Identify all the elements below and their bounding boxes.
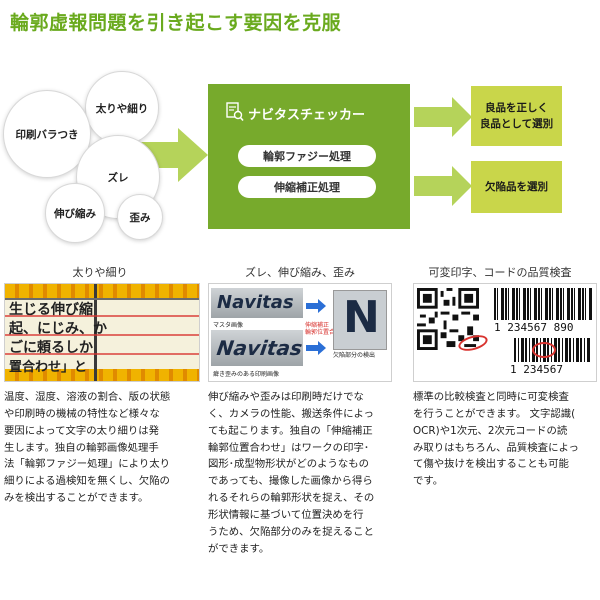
process-correction: 伸縮補正処理 bbox=[238, 176, 376, 198]
col1-description: 温度、湿度、溶液の割合、版の状態 や印刷時の機械の特性など様々な 要因によって文… bbox=[4, 391, 171, 505]
result-good: 良品を正しく 良品として選別 bbox=[471, 86, 562, 146]
col3-heading: 可変印字、コードの品質検査 bbox=[428, 266, 572, 279]
col2-heading: ズレ、伸び縮み、歪み bbox=[245, 266, 355, 279]
bubble-insatsu: 印刷バラつき bbox=[3, 90, 91, 178]
checker-title: ナビタスチェッカー bbox=[248, 108, 366, 123]
col3-description: 標準の比較検査と同時に可変検査 を行うことができます。 文字認識( OCR)や1… bbox=[413, 391, 579, 488]
result-defect: 欠陥品を選別 bbox=[471, 161, 562, 213]
qr-code-icon bbox=[417, 288, 479, 354]
blue-arrow-icon-2 bbox=[306, 340, 326, 359]
inspection-icon bbox=[226, 102, 244, 122]
page-title: 輪郭虚報問題を引き起こす要因を克服 bbox=[10, 12, 342, 34]
bubble-futori: 太りや細り bbox=[85, 71, 159, 145]
barcode-1 bbox=[494, 288, 592, 320]
blue-arrow-icon bbox=[306, 298, 326, 317]
col1-heading: 太りや細り bbox=[72, 266, 128, 279]
col1-sample-image: 生じる伸び縮 起、にじみ、か ごに頼るしか 置合わせ」と bbox=[4, 283, 200, 382]
bubble-hizumi: 歪み bbox=[117, 194, 163, 240]
bubble-nobi: 伸び縮み bbox=[45, 183, 105, 243]
col3-sample-image: 1 234567 890 1 234567 bbox=[413, 283, 597, 382]
col2-sample-image: Navitas マスタ画像 Navitas 癖き歪みのある印刷画像 伸縮補正 輪… bbox=[208, 283, 392, 382]
col2-description: 伸び縮みや歪みは印刷時だけでな く、カメラの性能、搬送条件によっ ても起こります… bbox=[208, 391, 375, 555]
process-fuzzy: 輪郭ファジー処理 bbox=[238, 145, 376, 167]
